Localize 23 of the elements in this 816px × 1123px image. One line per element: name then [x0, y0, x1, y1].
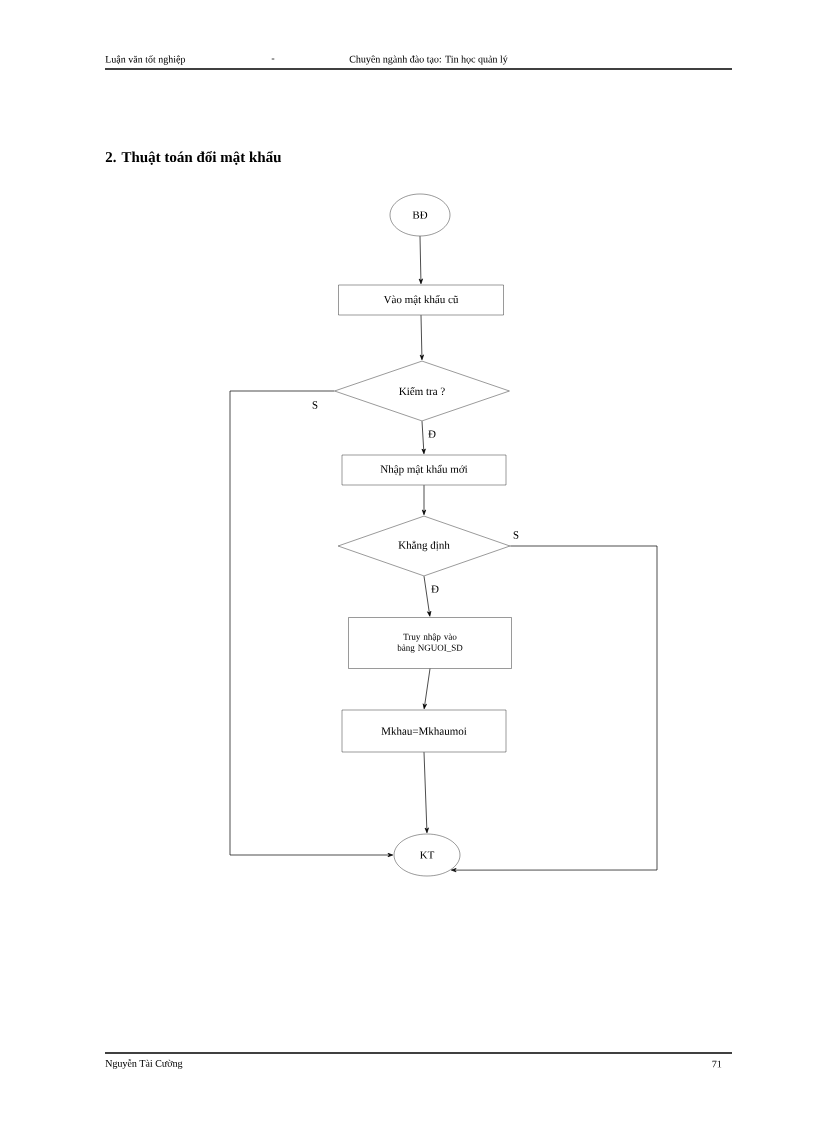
- header-text: Luận văn tốt nghiệp: [105, 55, 186, 65]
- header-text: Chuyên ngành đào tạo: Tin học quản lý: [349, 55, 508, 65]
- process-box: Nhập mật khẩu mới: [341, 454, 507, 486]
- process-box: Vào mật khẩu cũ: [338, 284, 504, 316]
- page-number: 71: [712, 1060, 722, 1068]
- arrow: [421, 420, 426, 455]
- footer-text: Nguyễn Tài Cường: [105, 1059, 183, 1069]
- arrow: [423, 575, 432, 617]
- arrow: [419, 314, 424, 361]
- edge-label: S: [511, 530, 521, 540]
- heading: 2. Thuật toán đổi mật khẩu: [105, 151, 282, 165]
- process-box: Truy nhập vào bảng NGUOI_SD: [348, 617, 512, 669]
- edge-label: S: [310, 400, 320, 410]
- arrow: [418, 235, 423, 285]
- edge-label: Đ: [427, 429, 437, 439]
- arrow: [423, 751, 429, 834]
- edge-label: Đ: [430, 584, 440, 594]
- header-text: -: [271, 58, 275, 60]
- arrow: [450, 545, 658, 873]
- arrow: [421, 484, 427, 516]
- arrow: [422, 668, 431, 710]
- arrow: [229, 390, 394, 858]
- process-box: Mkhau=Mkhaumoi: [341, 709, 507, 753]
